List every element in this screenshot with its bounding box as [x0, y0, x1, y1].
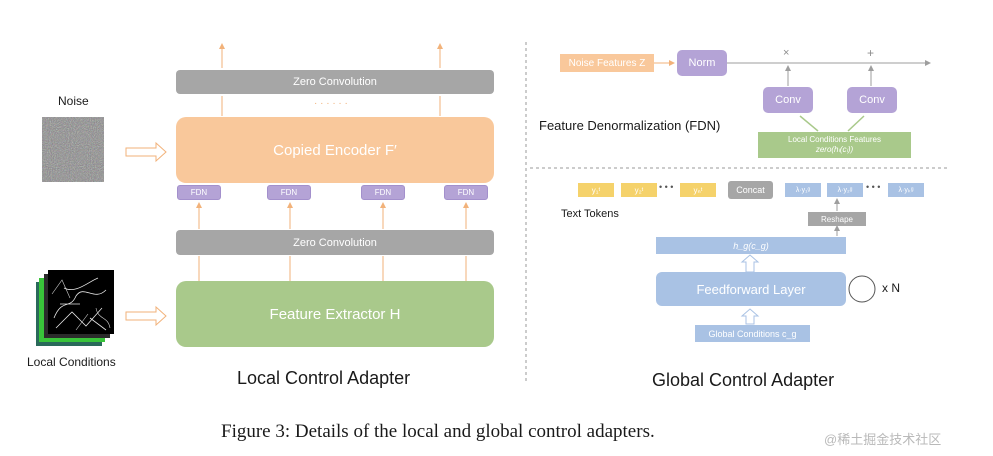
local-conditions-images	[36, 270, 114, 346]
reshape-box: Reshape	[808, 212, 866, 226]
global-conditions-box: Global Conditions c_g	[695, 325, 810, 342]
hg-box: h_g(c_g)	[656, 237, 846, 254]
figure-caption: Figure 3: Details of the local and globa…	[221, 421, 655, 442]
lcf-to-conv2-arrow	[847, 115, 865, 132]
lcf-line-2: zero(hₗ(cₗ))	[815, 145, 854, 154]
global-adapter-title: Global Control Adapter	[652, 370, 835, 390]
ff-to-hg-hollow-arrow	[740, 254, 760, 273]
fdn-box-3: FDN	[361, 185, 405, 200]
repeat-loop-circle	[848, 275, 876, 303]
text-token-1: y₁ᵗ	[578, 183, 614, 197]
copied-encoder-box: Copied Encoder F′	[176, 117, 494, 183]
feature-extractor-box: Feature Extractor H	[176, 281, 494, 347]
encoder-dots: · · · · · ·	[314, 98, 348, 109]
global-token-k: λ·yₖᵍ	[888, 183, 924, 197]
concat-box: Concat	[728, 181, 773, 199]
multiply-symbol: ×	[783, 47, 790, 59]
conditions-hollow-arrow	[125, 305, 167, 327]
text-tokens-label: Text Tokens	[561, 208, 619, 220]
norm-box: Norm	[677, 50, 727, 76]
feedforward-layer-box: Feedforward Layer	[656, 272, 846, 306]
zero-convolution-bottom: Zero Convolution	[176, 230, 494, 255]
watermark: @稀土掘金技术社区	[824, 432, 942, 447]
noise-label: Noise	[58, 94, 89, 108]
text-token-2: y₂ᵗ	[621, 183, 657, 197]
conv-box-2: Conv	[847, 87, 897, 113]
noise-hollow-arrow	[125, 141, 167, 163]
zero-convolution-top: Zero Convolution	[176, 70, 494, 94]
global-token-dots: • • •	[866, 182, 881, 192]
gc-to-ff-hollow-arrow	[740, 308, 760, 325]
global-token-2: λ·y₂ᵍ	[827, 183, 863, 197]
fdn-box-4: FDN	[444, 185, 488, 200]
noise-features-box: Noise Features Z	[560, 54, 654, 72]
lcf-to-conv1-arrow	[799, 115, 819, 132]
fdn-box-2: FDN	[267, 185, 311, 200]
local-conditions-label: Local Conditions	[27, 355, 116, 369]
fdn-title: Feature Denormalization (FDN)	[539, 118, 721, 133]
local-adapter-title: Local Control Adapter	[237, 368, 411, 388]
lcf-line-1: Local Conditions Features	[788, 135, 881, 144]
global-token-1: λ·y₁ᵍ	[785, 183, 821, 197]
text-token-dots: • • •	[659, 182, 674, 192]
fdn-box-1: FDN	[177, 185, 221, 200]
local-conditions-features-box: Local Conditions Features zero(hₗ(cₗ))	[758, 132, 911, 158]
noise-image	[42, 117, 104, 182]
conv-box-1: Conv	[763, 87, 813, 113]
plus-symbol: +	[867, 46, 875, 60]
repeat-count-label: x N	[882, 281, 900, 295]
text-token-n: yₙᵗ	[680, 183, 716, 197]
